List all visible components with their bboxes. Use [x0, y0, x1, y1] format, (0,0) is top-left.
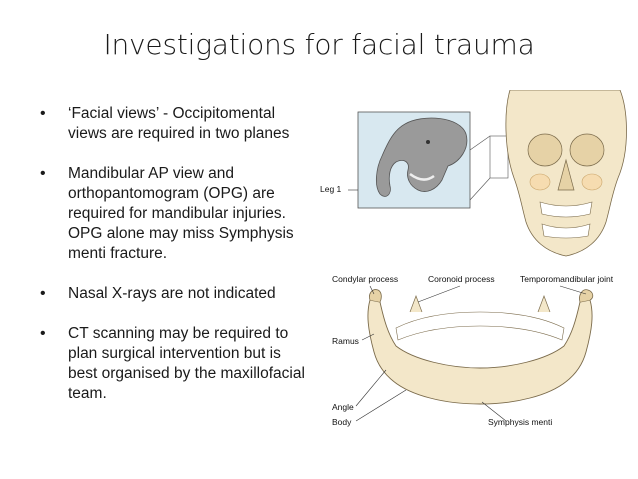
- label-temporomandibular-joint: Temporomandibular joint: [520, 274, 614, 284]
- label-body: Body: [332, 417, 352, 427]
- slide-title: Investigations for facial trauma: [103, 28, 535, 61]
- label-symphysis-menti: Symphysis menti: [488, 417, 552, 427]
- bullet-item: Mandibular AP view and orthopantomogram …: [40, 164, 308, 264]
- bullet-item: CT scanning may be required to plan surg…: [40, 324, 308, 404]
- label-condylar-process: Condylar process: [332, 274, 398, 284]
- leader-lines: [355, 285, 587, 422]
- bullet-list: ‘Facial views’ - Occipitomental views ar…: [40, 104, 308, 424]
- anatomy-figure: Leg 1 Condylar process Coronoid process …: [320, 90, 627, 427]
- label-ramus: Ramus: [332, 336, 359, 346]
- skull-frontal: [505, 90, 627, 257]
- label-coronoid-process: Coronoid process: [428, 274, 495, 284]
- bullet-item: ‘Facial views’ - Occipitomental views ar…: [40, 104, 308, 144]
- label-angle: Angle: [332, 402, 354, 412]
- elephant-inset: [357, 111, 471, 209]
- mandible: [367, 289, 594, 405]
- bullet-item: Nasal X-rays are not indicated: [40, 284, 308, 304]
- skull-label: Leg 1: [320, 184, 342, 194]
